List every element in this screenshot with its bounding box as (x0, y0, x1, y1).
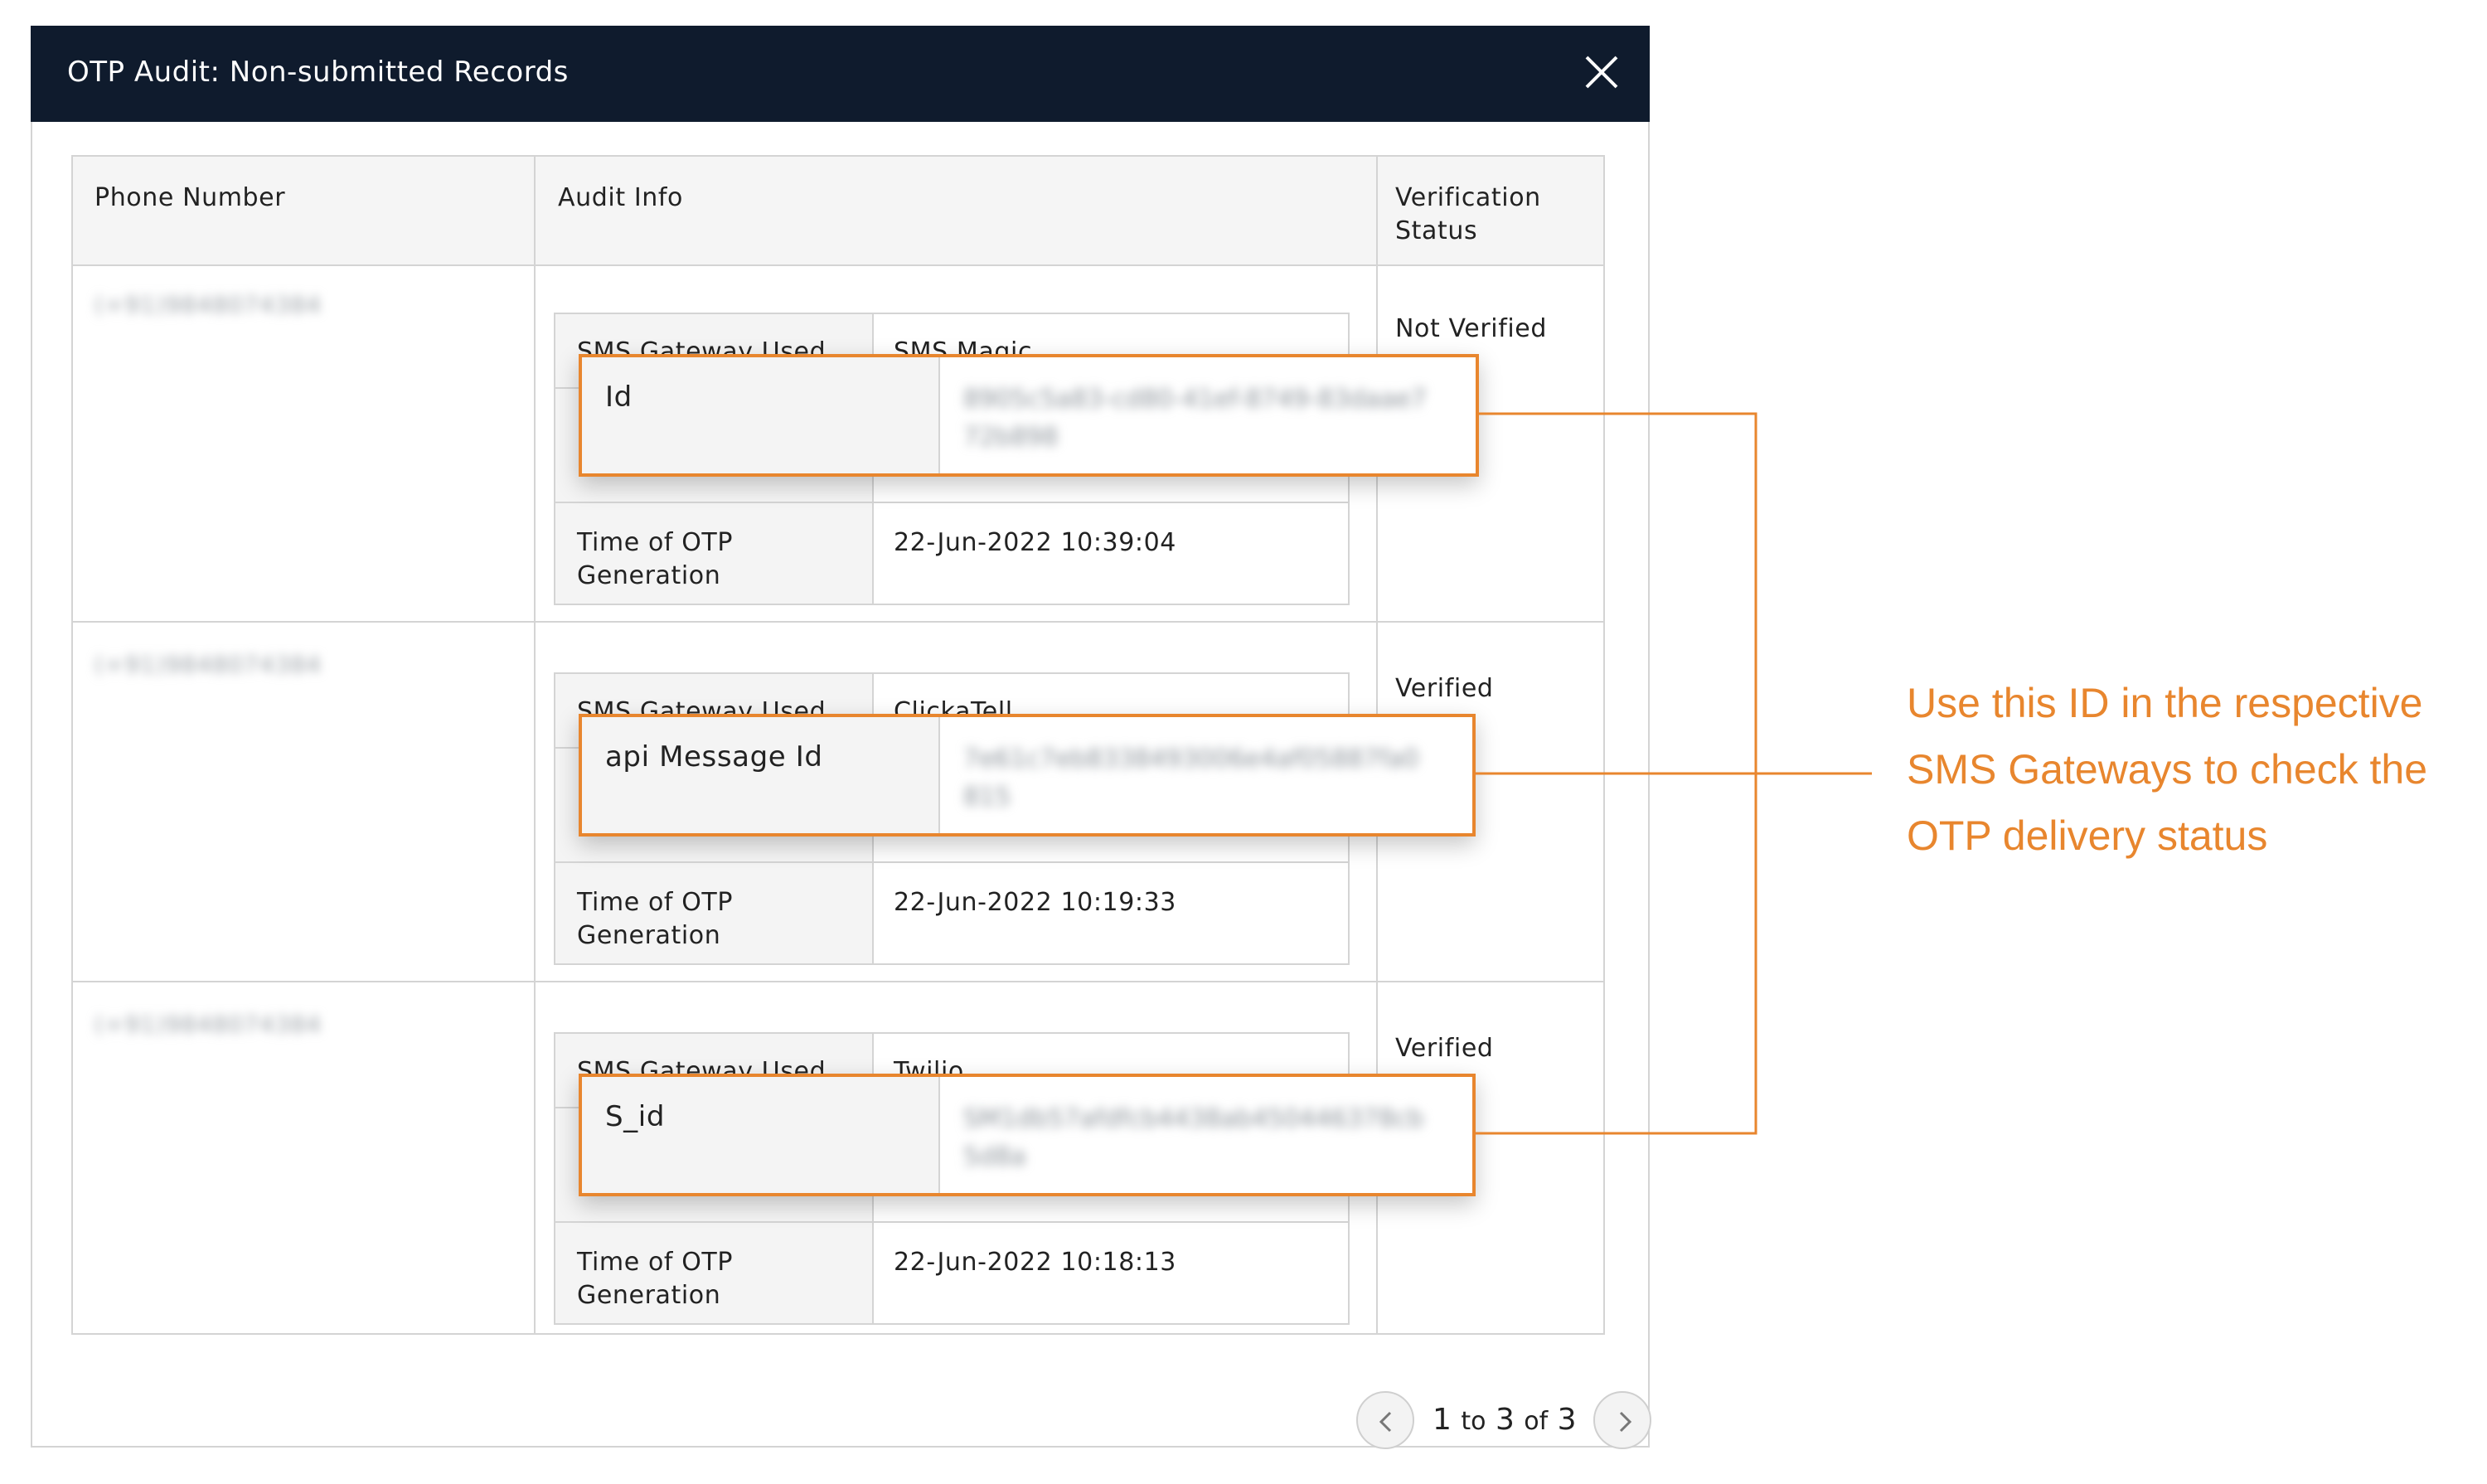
time-label: Time of OTP Generation (577, 1246, 733, 1312)
time-label-line2: Generation (577, 921, 721, 950)
pagination: 1 to 3 of 3 (1356, 1391, 1655, 1452)
callout-line3: OTP delivery status (1907, 812, 2268, 859)
time-label: Time of OTP Generation (577, 526, 733, 593)
phone-number: (+91)9848074384 (95, 291, 322, 318)
time-value: 22-Jun-2022 10:19:33 (894, 888, 1176, 917)
verification-status: Not Verified (1395, 314, 1548, 343)
page-to: 3 (1495, 1403, 1515, 1437)
column-header-phone: Phone Number (95, 183, 286, 212)
close-icon (1585, 56, 1618, 89)
row-divider (73, 621, 1603, 623)
chevron-left-icon (1379, 1411, 1392, 1433)
highlight-label-bg (582, 1077, 940, 1193)
time-label: Time of OTP Generation (577, 886, 733, 953)
row-divider (73, 981, 1603, 982)
id-label: S_id (605, 1100, 666, 1133)
row-separator (555, 502, 1348, 503)
page-of-word: of (1524, 1407, 1549, 1436)
page-from: 1 (1433, 1403, 1452, 1437)
highlight-label-bg (582, 357, 940, 473)
page-total: 3 (1557, 1403, 1577, 1437)
modal-title: OTP Audit: Non-submitted Records (67, 56, 569, 89)
id-value: 8905c5a83-cd80-41ef-8749-83daae772b898 (963, 385, 1427, 452)
time-label-line1: Time of OTP (577, 888, 734, 917)
chevron-right-icon (1619, 1411, 1632, 1433)
page-to-word: to (1461, 1407, 1486, 1436)
id-label: api Message Id (605, 740, 823, 774)
table-header: Phone Number Audit Info Verification Sta… (73, 157, 1603, 266)
row-separator (555, 861, 1348, 863)
time-label-line2: Generation (577, 561, 721, 590)
id-value: 7e61c7eb8338493006e4af05887fa0815 (963, 744, 1419, 812)
highlight-label-bg (582, 717, 940, 833)
id-label: Id (605, 381, 633, 414)
column-divider (534, 157, 536, 1333)
id-value: SM1db57afdfcb4438ab450446378cb5d8a (963, 1104, 1424, 1171)
time-value: 22-Jun-2022 10:18:13 (894, 1248, 1176, 1277)
highlight-id-row: api Message Id 7e61c7eb8338493006e4af058… (579, 714, 1476, 837)
callout-line2: SMS Gateways to check the (1907, 746, 2428, 793)
prev-page-button[interactable] (1356, 1391, 1414, 1449)
time-label-line2: Generation (577, 1281, 721, 1310)
highlight-id-row: Id 8905c5a83-cd80-41ef-8749-83daae772b89… (579, 354, 1479, 477)
phone-number: (+91)9848074384 (95, 1011, 322, 1038)
modal-header: OTP Audit: Non-submitted Records (31, 26, 1650, 122)
column-header-audit: Audit Info (558, 183, 683, 212)
time-label-line1: Time of OTP (577, 528, 734, 557)
next-page-button[interactable] (1593, 1391, 1651, 1449)
highlight-id-row: S_id SM1db57afdfcb4438ab450446378cb5d8a (579, 1074, 1476, 1196)
close-button[interactable] (1578, 49, 1625, 95)
callout-line1: Use this ID in the respective (1907, 680, 2423, 726)
phone-number: (+91)9848074384 (95, 651, 322, 678)
column-header-status-line2: Status (1395, 216, 1478, 245)
verification-status: Verified (1395, 1034, 1494, 1063)
page-indicator: 1 to 3 of 3 (1433, 1403, 1577, 1437)
row-separator (555, 1221, 1348, 1223)
column-header-status-line1: Verification (1395, 183, 1541, 212)
time-value: 22-Jun-2022 10:39:04 (894, 528, 1176, 557)
column-header-status: Verification Status (1395, 182, 1541, 248)
verification-status: Verified (1395, 674, 1494, 703)
callout-text: Use this ID in the respective SMS Gatewa… (1907, 670, 2479, 869)
time-label-line1: Time of OTP (577, 1248, 734, 1277)
